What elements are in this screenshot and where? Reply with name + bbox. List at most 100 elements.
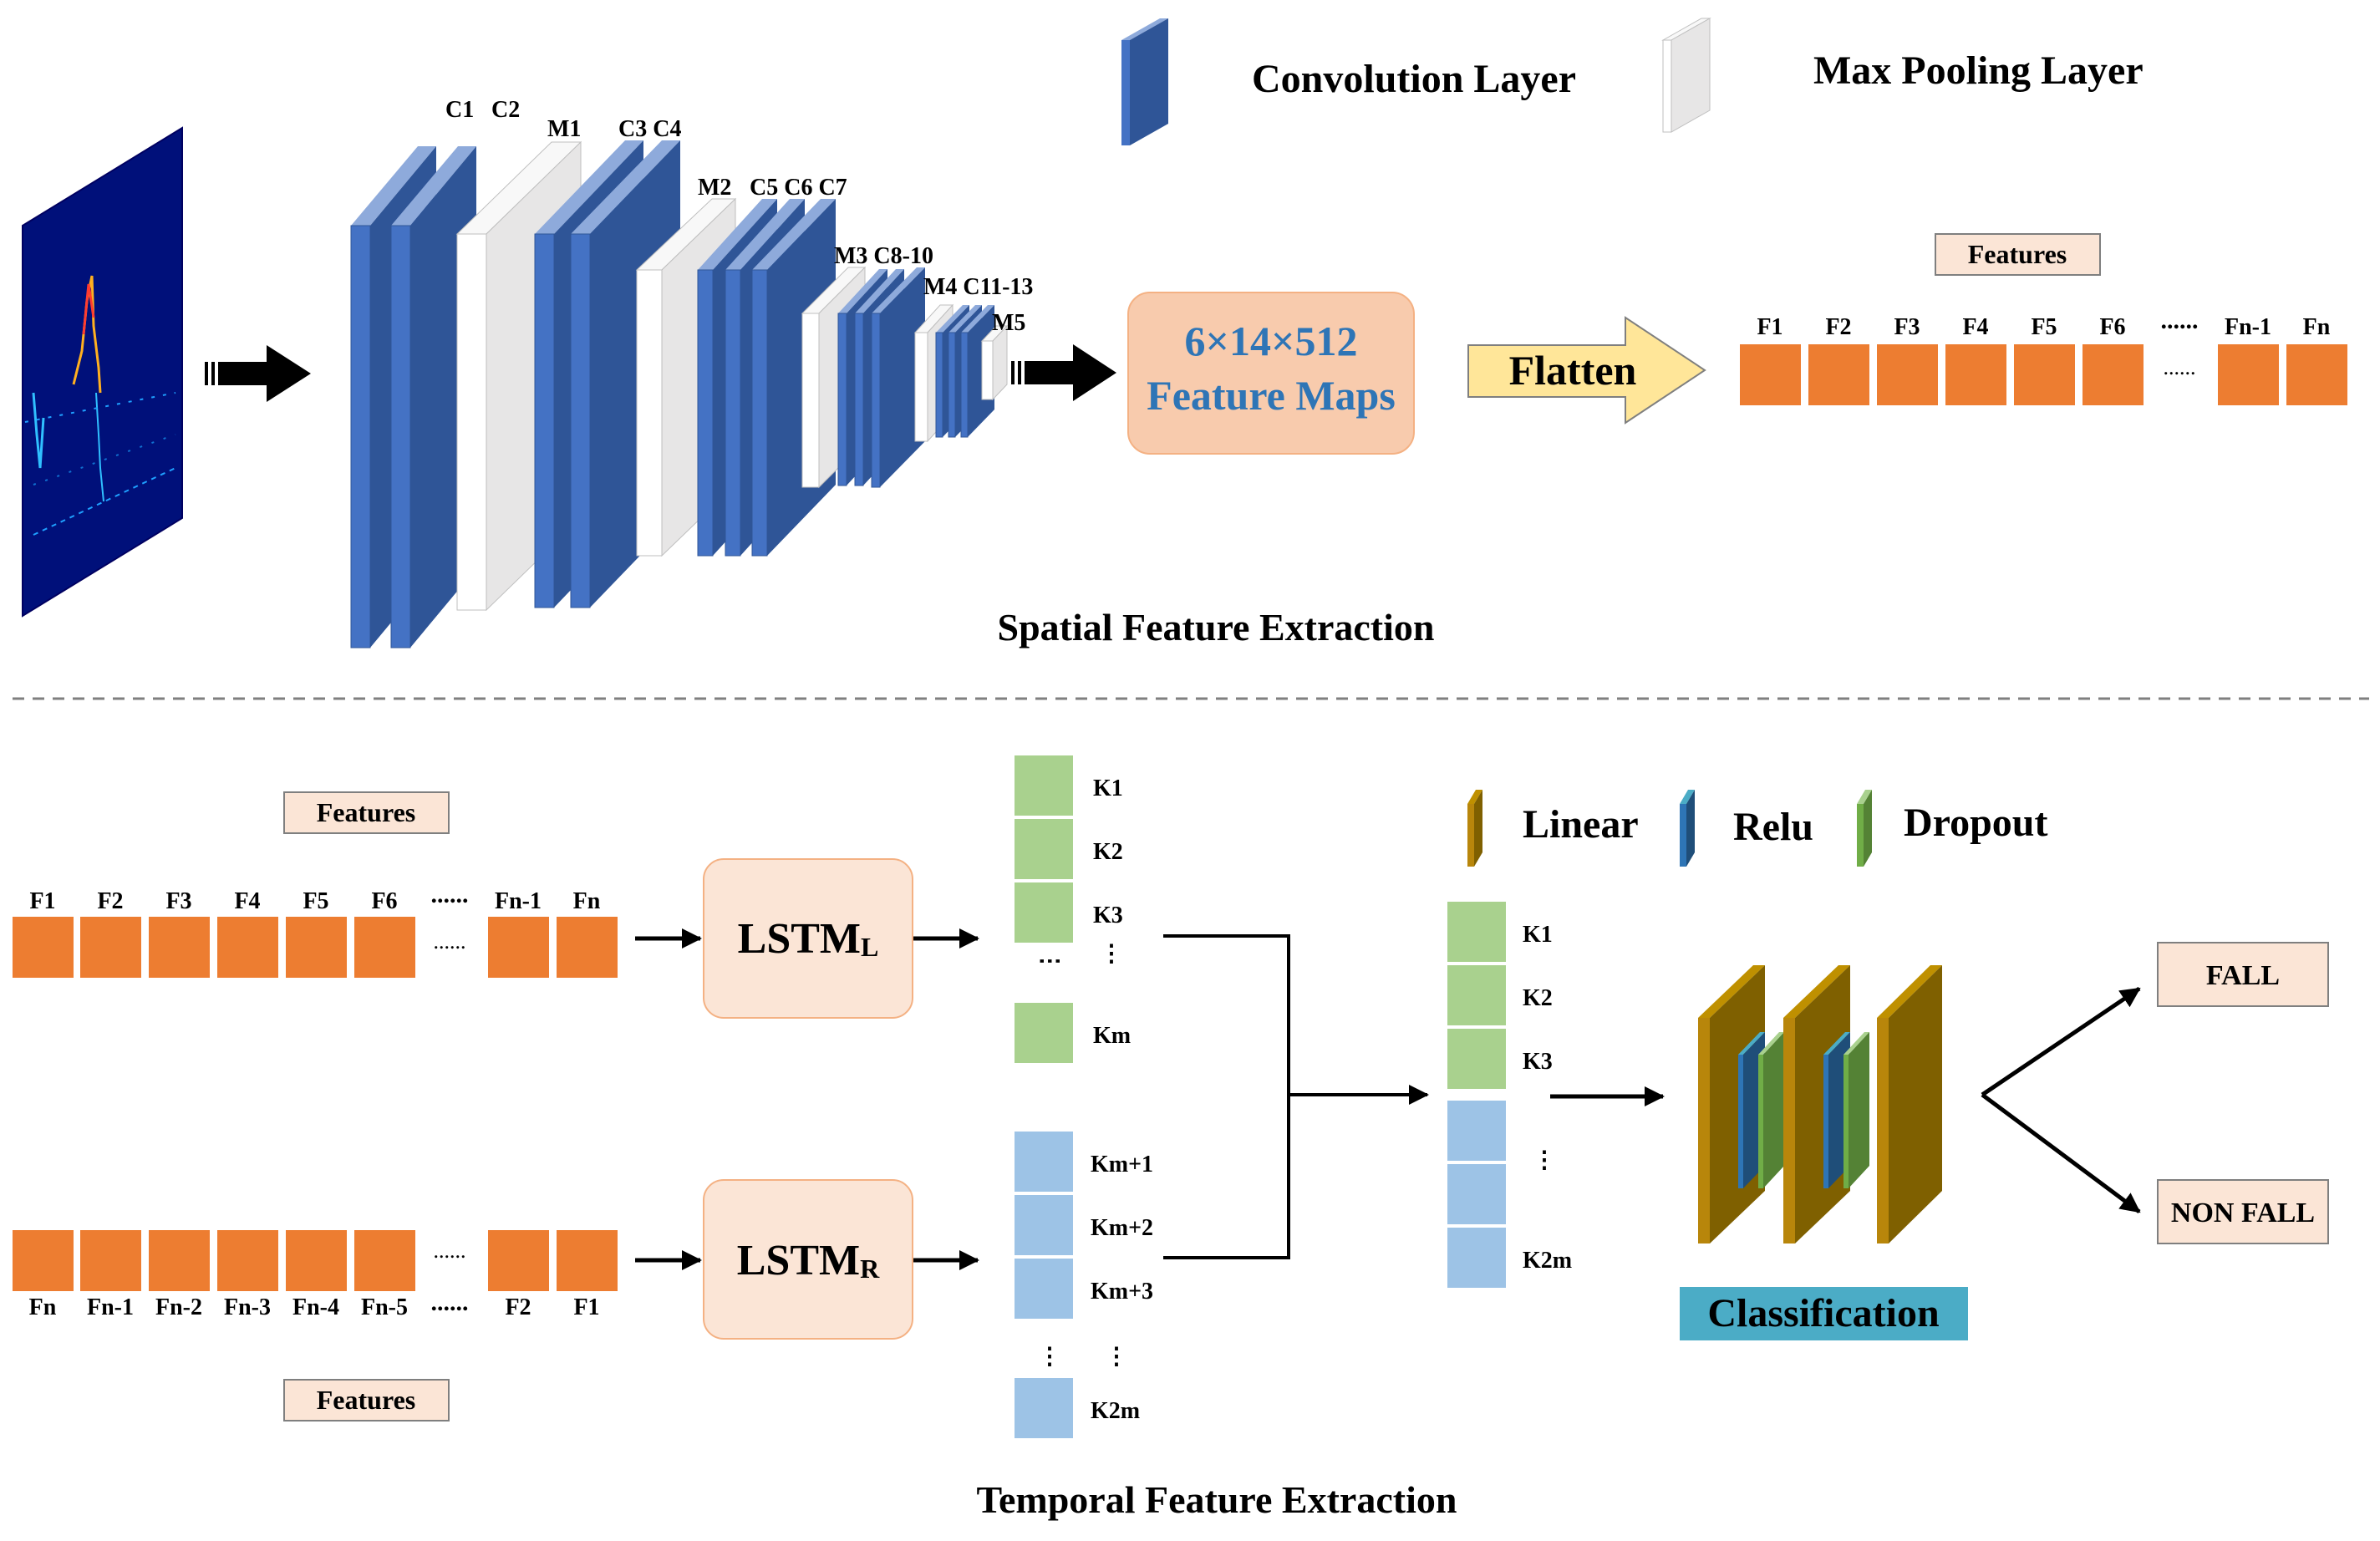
- feature-maps-box: [1127, 292, 1415, 455]
- fwd-feature-box-4: [286, 917, 347, 978]
- k-green-cell-1: [1013, 817, 1075, 881]
- temporal-title: Temporal Feature Extraction: [977, 1478, 1457, 1521]
- label-m2: M2: [698, 175, 731, 201]
- bwd-feature-box-1: [80, 1230, 141, 1291]
- legend-pool: [1661, 18, 1711, 133]
- merge-line-top: [1163, 934, 1290, 1095]
- dropout-layer-2: [1843, 1032, 1869, 1188]
- spectrogram-input: [22, 126, 183, 618]
- legend-dropout-icon: [1857, 790, 1872, 867]
- fall-label: FALL: [2206, 960, 2280, 991]
- bwd-dots-lower: ......: [431, 1289, 469, 1316]
- k-green-label-0: K1: [1093, 776, 1123, 801]
- bwd-feature-label-3: Fn-3: [224, 1294, 271, 1320]
- bwd-feature-box-4: [286, 1230, 347, 1291]
- merge-line-bottom: [1163, 1095, 1290, 1259]
- legend-linear-label: Linear: [1523, 802, 1639, 847]
- nonfall-box: [2157, 1179, 2329, 1244]
- top-feature-label-6: Fn-1: [2225, 314, 2271, 340]
- top-feature-label-7: Fn: [2303, 314, 2331, 340]
- features-label-box-fwd: [283, 791, 450, 834]
- lstm-left-main: LSTM: [738, 915, 861, 963]
- bwd-feature-label-5: Fn-5: [361, 1294, 408, 1320]
- cnn-stack: [350, 140, 1009, 648]
- fwd-feature-box-7: [557, 917, 618, 978]
- legend-linear-icon: [1467, 790, 1482, 867]
- k-green-vdots-a: ⋮: [1037, 949, 1063, 973]
- fwd-feature-label-6: Fn-1: [495, 888, 542, 914]
- fwd-feature-box-1: [80, 917, 141, 978]
- top-feature-box-6: [2218, 344, 2279, 405]
- fwd-feature-label-2: F3: [165, 888, 191, 914]
- linear-layer-3: [1877, 965, 1942, 1243]
- pool-layer-m5: [980, 324, 1009, 401]
- arrow-to-fall: [1981, 986, 2141, 1097]
- top-dots-upper: ......: [2161, 307, 2199, 334]
- fwd-feature-label-4: F5: [303, 888, 328, 914]
- top-feature-box-4: [2014, 344, 2075, 405]
- bwd-feature-label-6: F2: [505, 1294, 531, 1320]
- k-concat-cell-4: [1446, 1162, 1508, 1226]
- bwd-feature-box-2: [149, 1230, 210, 1291]
- label-c2: C2: [491, 97, 520, 123]
- k-concat-cell-1: [1446, 964, 1508, 1027]
- fwd-dots-lower: ......: [434, 929, 466, 954]
- legend-conv: [1121, 18, 1168, 145]
- legend-relu-label: Relu: [1733, 805, 1813, 849]
- lstm-right-box: [703, 1179, 913, 1340]
- fwd-feature-box-0: [13, 917, 74, 978]
- k-blue-cell-1: [1013, 1193, 1075, 1257]
- classification-label: Classification: [1707, 1291, 1939, 1335]
- fwd-feature-box-3: [217, 917, 278, 978]
- k-concat-cell-5: [1446, 1226, 1508, 1289]
- k-concat-cell-0: [1446, 900, 1508, 964]
- k-blue-label-0: Km+1: [1091, 1152, 1153, 1177]
- bwd-dots-upper: ......: [434, 1238, 466, 1263]
- k-concat-cell-3: [1446, 1099, 1508, 1162]
- k-green-label-1: K2: [1093, 839, 1123, 865]
- feature-maps-dims: 6×14×512: [1185, 318, 1358, 364]
- k-green-cell-2: [1013, 881, 1075, 944]
- classifier-block: [1698, 965, 1942, 1243]
- lstm-right-label: LSTMR: [737, 1237, 880, 1284]
- features-label-box-top: [1935, 233, 2101, 276]
- top-feature-box-7: [2286, 344, 2347, 405]
- bwd-feature-label-0: Fn: [29, 1294, 57, 1320]
- fwd-feature-box-5: [354, 917, 415, 978]
- k-blue-cell-2: [1013, 1257, 1075, 1320]
- bwd-feature-box-6: [488, 1230, 549, 1291]
- top-feature-box-2: [1877, 344, 1938, 405]
- bwd-feature-label-1: Fn-1: [87, 1294, 134, 1320]
- bwd-feature-label-7: F1: [573, 1294, 599, 1320]
- lstm-right-sub: R: [860, 1254, 880, 1284]
- k-green-label-2: K3: [1093, 903, 1123, 928]
- fwd-feature-label-3: F4: [234, 888, 260, 914]
- fall-box: [2157, 942, 2329, 1007]
- label-c5c7: C5 C6 C7: [750, 175, 847, 201]
- legend-relu-icon: [1680, 790, 1695, 867]
- fwd-feature-box-6: [488, 917, 549, 978]
- top-feature-label-3: F4: [1962, 314, 1988, 340]
- k-concat-label-2: K3: [1523, 1049, 1553, 1075]
- label-m5: M5: [992, 310, 1025, 336]
- bwd-feature-box-5: [354, 1230, 415, 1291]
- label-c3c4: C3 C4: [618, 116, 681, 142]
- k-concat-cell-2: [1446, 1027, 1508, 1091]
- top-feature-label-1: F2: [1825, 314, 1851, 340]
- top-dots-lower: ......: [2164, 355, 2196, 379]
- k-blue-vdots-b: ⋮: [1105, 1344, 1128, 1370]
- legend-dropout-label: Dropout: [1904, 801, 2047, 845]
- fwd-feature-label-1: F2: [97, 888, 123, 914]
- k-blue-vdots-a: ⋮: [1038, 1344, 1061, 1370]
- legend-conv-label: Convolution Layer: [1252, 57, 1576, 101]
- feature-maps-label: Feature Maps: [1147, 372, 1396, 419]
- features-label-box-bwd: [283, 1379, 450, 1421]
- flatten-arrow: [1467, 316, 1706, 425]
- lstm-left-box: [703, 858, 913, 1019]
- label-c1: C1: [445, 97, 474, 123]
